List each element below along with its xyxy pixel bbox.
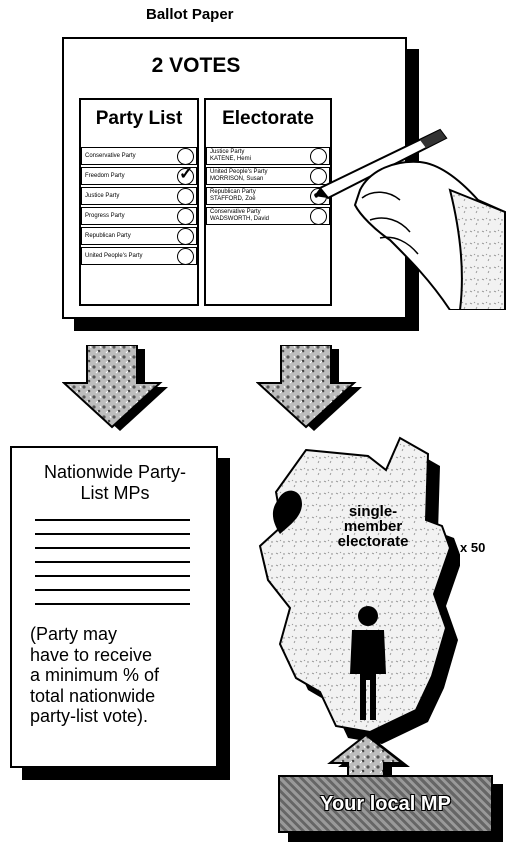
hand-with-pen-icon — [314, 128, 506, 310]
up-arrow-icon — [327, 735, 410, 779]
ballot-row: Conservative Party — [81, 147, 197, 165]
vote-circle[interactable] — [310, 207, 327, 225]
multiplier-label: x 50 — [460, 540, 486, 555]
vote-circle[interactable] — [177, 207, 194, 225]
vote-circle[interactable] — [177, 187, 194, 205]
party-list-title: Party List — [95, 108, 183, 129]
vote-circle[interactable] — [177, 247, 194, 265]
party-list-note: (Party may have to receive a minimum % o… — [30, 624, 160, 726]
vote-circle[interactable] — [177, 227, 194, 245]
list-line — [35, 547, 190, 549]
local-mp-box: Your local MP — [278, 775, 493, 833]
party-list-mps-heading: Nationwide Party-List MPs — [43, 462, 187, 503]
electorate-map — [258, 436, 460, 744]
list-line — [35, 533, 190, 535]
ballot-row-label: United People's Party MORRISON, Susan — [210, 169, 268, 182]
ballot-row-label: Conservative Party WADSWORTH, David — [210, 209, 270, 222]
electorate-shape — [258, 436, 452, 734]
down-arrow-icon — [62, 345, 168, 431]
ballot-row-label: Republican Party — [85, 232, 131, 239]
ballot-row-label: United People's Party — [85, 252, 143, 259]
ballot-row: Freedom Party ✓ — [81, 163, 197, 185]
list-line — [35, 603, 190, 605]
party-list-mps-box — [10, 446, 218, 768]
vote-circle[interactable]: ✓ — [177, 163, 194, 185]
check-mark-icon: ✓ — [179, 163, 194, 183]
ballot-row-label: Freedom Party — [85, 172, 125, 179]
ballot-row-label: Justice Party — [85, 192, 120, 199]
ballot-row-label: Republican Party STAFFORD, Zoë — [210, 189, 256, 202]
ballot-row-label: Justice Party KATENE, Hemi — [210, 149, 251, 162]
ballot-row: United People's Party MORRISON, Susan — [206, 167, 330, 185]
map-label-line1: single- — [348, 503, 398, 520]
ballot-row: Progress Party — [81, 207, 197, 225]
vote-circle[interactable] — [310, 167, 327, 185]
map-label-line2: member — [343, 518, 403, 535]
ballot-row: Conservative Party WADSWORTH, David — [206, 207, 330, 225]
ballot-paper-title: Ballot Paper — [146, 6, 234, 23]
vote-circle[interactable] — [177, 147, 194, 165]
down-arrow-icon — [256, 345, 362, 431]
local-mp-label: Your local MP — [320, 792, 451, 815]
electorate-title: Electorate — [222, 108, 314, 129]
votes-heading: 2 VOTES — [151, 54, 241, 77]
ballot-row: Justice Party — [81, 187, 197, 205]
list-line — [35, 519, 190, 521]
person-icon — [350, 606, 386, 720]
ballot-row-label: Progress Party — [85, 212, 125, 219]
map-label-line3: electorate — [337, 533, 409, 550]
list-line — [35, 589, 190, 591]
ballot-row: Justice Party KATENE, Hemi — [206, 147, 330, 165]
ballot-row-label: Conservative Party — [85, 152, 136, 159]
list-line — [35, 575, 190, 577]
list-line — [35, 561, 190, 563]
ballot-row: Republican Party — [81, 227, 197, 245]
vote-circle[interactable] — [310, 147, 327, 165]
ballot-row: United People's Party — [81, 247, 197, 265]
